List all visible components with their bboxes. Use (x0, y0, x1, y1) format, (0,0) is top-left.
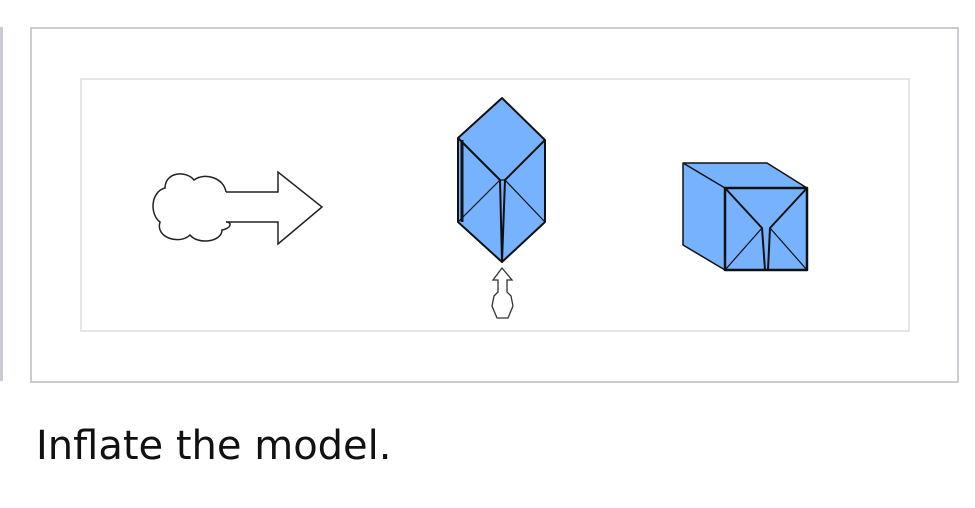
diagram-inner-frame (80, 78, 910, 332)
inflated-cube (682, 162, 809, 272)
folded-model-diamond (457, 97, 546, 263)
step-caption: Inflate the model. (36, 423, 392, 469)
puff-arrow-icon (152, 170, 324, 246)
inflate-arrow-icon (491, 266, 514, 319)
left-panel-edge (0, 27, 3, 381)
diagram-frame (30, 27, 959, 383)
